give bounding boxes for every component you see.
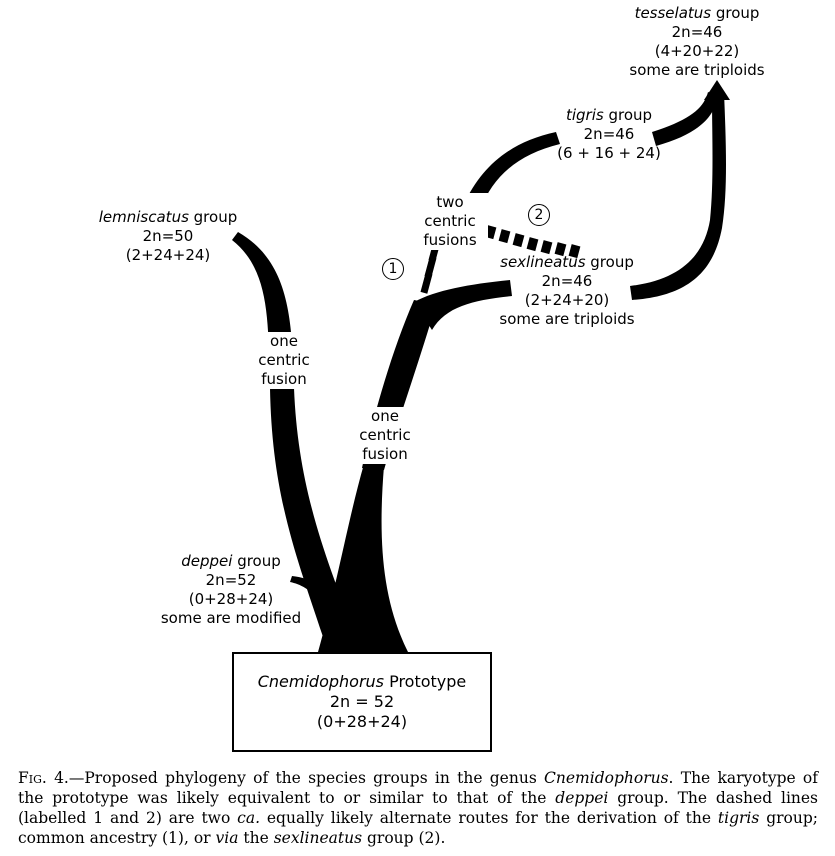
prototype-box: Cnemidophorus Prototype 2n = 52 (0+28+24… (232, 652, 492, 752)
tesselatus-formula: (4+20+22) (654, 42, 740, 60)
route-2-marker: 2 (528, 204, 550, 226)
caption-text: ca. (237, 809, 261, 827)
caption-text: tigris (717, 809, 760, 827)
caption-text: —Proposed phylogeny of the species group… (68, 769, 545, 787)
two-centric-fusions-label: two centric fusions (412, 193, 488, 250)
tigris-label: tigris group 2n=46 (6 + 16 + 24) (534, 106, 684, 163)
caption-text: Cnemidophorus (544, 769, 669, 787)
event-text: centric (424, 212, 476, 230)
tigris-branch (464, 132, 560, 210)
deppei-chromosome-number: 2n=52 (205, 571, 257, 589)
tigris-name: tigris (565, 106, 604, 124)
route-1-marker: 1 (382, 258, 404, 280)
tesselatus-chromosome-number: 2n=46 (671, 23, 723, 41)
sexlineatus-name: sexlineatus (500, 253, 586, 271)
tesselatus-note: some are triploids (629, 61, 765, 79)
prototype-chromosome-number: 2n = 52 (329, 692, 395, 711)
caption-text: . The karyotype of the prototype was lik… (18, 769, 819, 807)
tesselatus-label: tesselatus group 2n=46 (4+20+22) some ar… (612, 4, 782, 80)
caption-text: group (2). (362, 829, 446, 847)
lemniscatus-branch (232, 232, 362, 652)
deppei-formula: (0+28+24) (188, 590, 274, 608)
sexlineatus-note: some are triploids (499, 310, 635, 328)
tesselatus-name: tesselatus (634, 4, 712, 22)
tesselatus-arrowhead (704, 80, 730, 100)
event-text: fusions (423, 231, 477, 249)
event-text: one (371, 407, 399, 425)
sexlineatus-suffix: group (585, 253, 634, 271)
event-text: fusion (261, 370, 307, 388)
tigris-suffix: group (603, 106, 653, 124)
caption-text: via (215, 829, 239, 847)
figure-number: Fig. 4. (18, 769, 69, 787)
lemniscatus-suffix: group (188, 208, 238, 226)
caption-text: group. The dashed lines (labelled 1 and … (18, 789, 819, 827)
event-text: fusion (362, 445, 408, 463)
lemniscatus-formula: (2+24+24) (125, 246, 211, 264)
left-centric-fusion-label: one centric fusion (250, 332, 318, 389)
caption-text: the (238, 829, 274, 847)
caption-text: group; common ancestry (1), or (18, 809, 819, 847)
deppei-note: some are modified (160, 609, 302, 627)
prototype-suffix: Prototype (384, 672, 467, 691)
caption-text: sexlineatus (273, 829, 363, 847)
event-text: centric (359, 426, 411, 444)
deppei-name: deppei (181, 552, 233, 570)
deppei-label: deppei group 2n=52 (0+28+24) some are mo… (146, 552, 316, 628)
tigris-to-tesselatus-branch (652, 92, 718, 146)
tigris-formula: (6 + 16 + 24) (557, 144, 661, 162)
prototype-name: Cnemidophorus (257, 672, 384, 691)
phylogeny-tree (232, 80, 730, 652)
event-text: one (270, 332, 298, 350)
sexlineatus-to-tesselatus-branch (630, 92, 726, 300)
deppei-branch (290, 576, 334, 602)
sexlineatus-label: sexlineatus group 2n=46 (2+24+20) some a… (482, 253, 652, 329)
event-text: centric (258, 351, 310, 369)
tesselatus-suffix: group (711, 4, 760, 22)
center-centric-fusion-label: one centric fusion (352, 407, 418, 464)
caption-text: equally likely alternate routes for the … (260, 809, 718, 827)
deppei-suffix: group (232, 552, 281, 570)
figure-caption: Fig. 4.—Proposed phylogeny of the specie… (18, 768, 818, 848)
sexlineatus-branch (414, 280, 512, 330)
lemniscatus-chromosome-number: 2n=50 (142, 227, 194, 245)
lemniscatus-label: lemniscatus group 2n=50 (2+24+24) (78, 208, 258, 265)
tigris-chromosome-number: 2n=46 (583, 125, 635, 143)
lemniscatus-name: lemniscatus (98, 208, 189, 226)
sexlineatus-chromosome-number: 2n=46 (541, 272, 593, 290)
event-text: two (436, 193, 464, 211)
caption-text: deppei (555, 789, 609, 807)
prototype-formula: (0+28+24) (316, 712, 408, 731)
sexlineatus-formula: (2+24+20) (524, 291, 610, 309)
